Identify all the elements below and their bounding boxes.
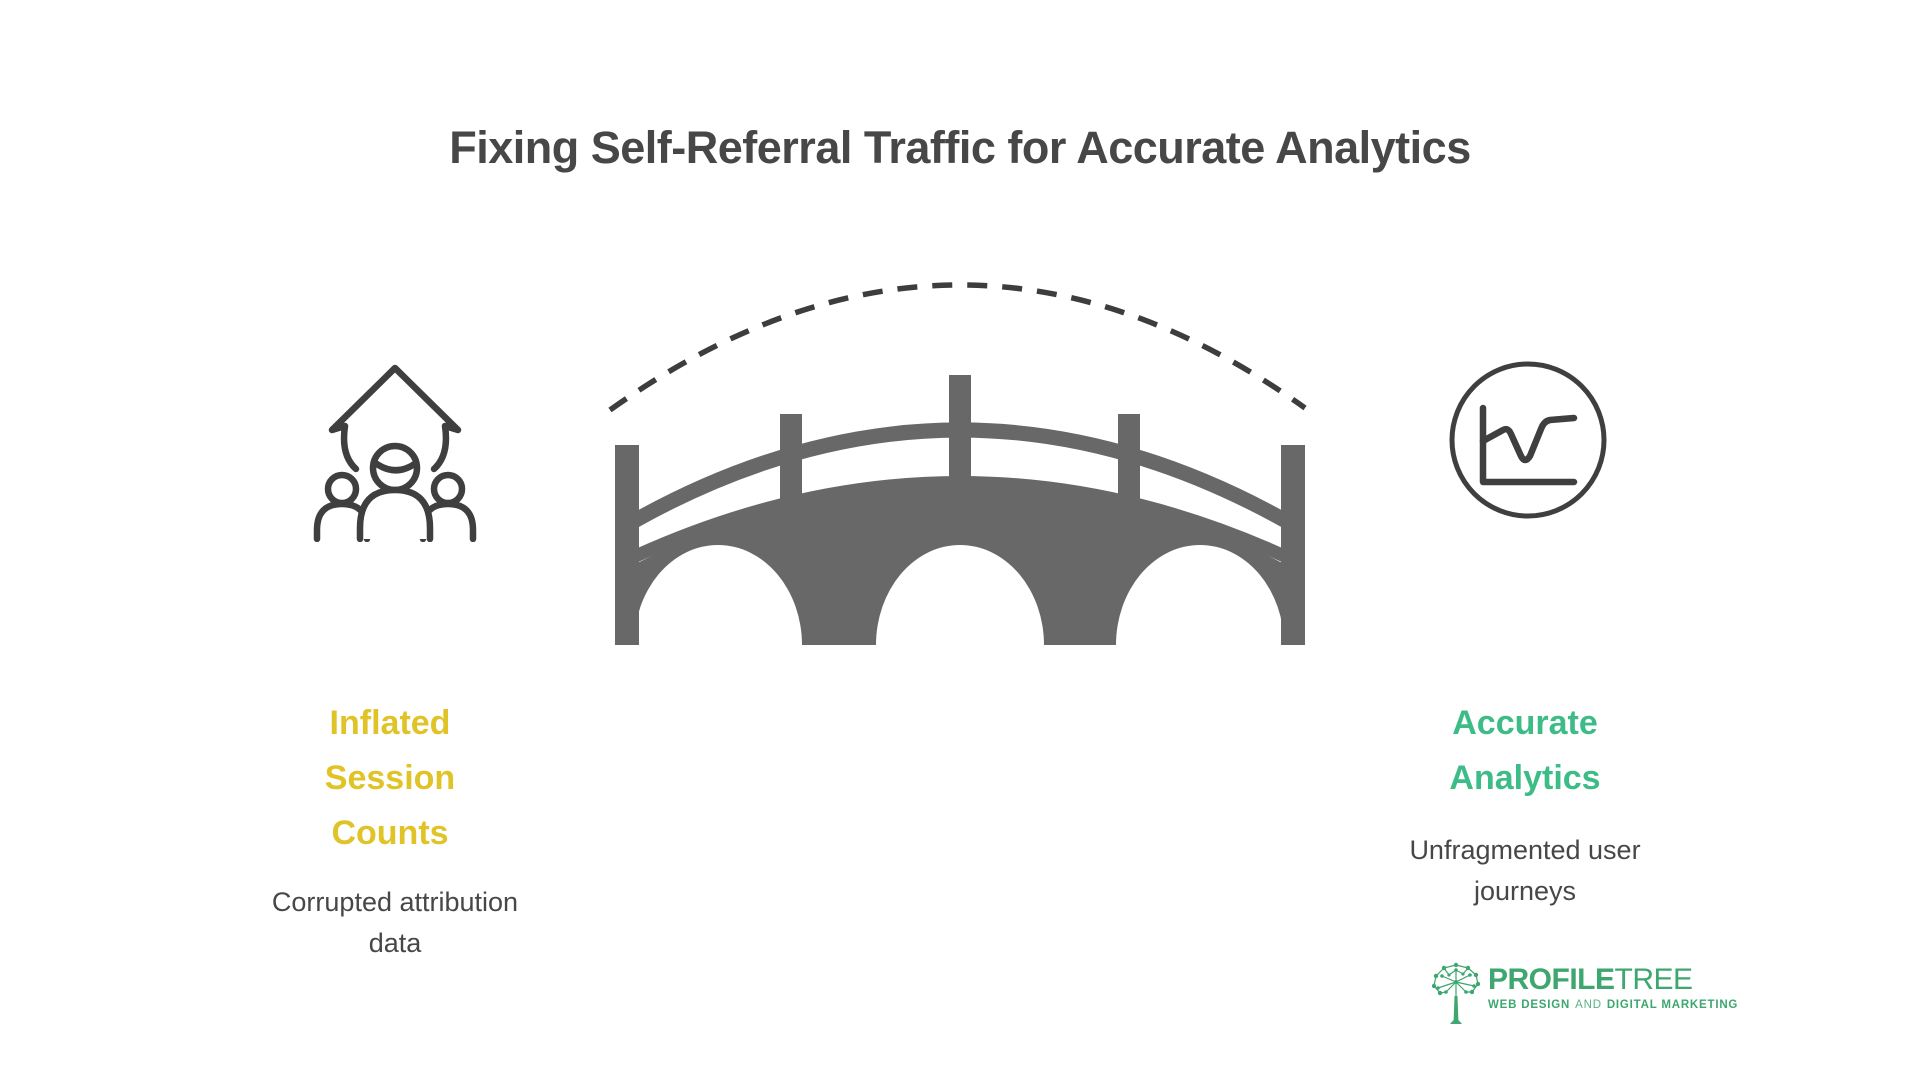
- growing-audience-icon: [312, 356, 478, 542]
- profiletree-tree-icon: [1432, 962, 1480, 1024]
- bridge-svg: [608, 282, 1307, 645]
- tagline-right: DIGITAL MARKETING: [1606, 999, 1739, 1011]
- up-arrow-icon: [328, 364, 462, 473]
- right-heading-text: Accurate Analytics: [1449, 704, 1601, 798]
- bridge-icon: [615, 375, 1305, 645]
- line-chart-svg: [1449, 361, 1607, 519]
- profiletree-logo-text: PROFILETREE WEB DESIGN AND DIGITAL MARKE…: [1488, 962, 1738, 1011]
- tagline-and: AND: [1575, 999, 1602, 1011]
- brand-secondary: TREE: [1614, 963, 1694, 996]
- dashed-arc-icon: [608, 282, 1307, 413]
- right-heading: Accurate Analytics: [1365, 696, 1685, 806]
- right-description-text: Unfragmented user journeys: [1409, 835, 1641, 906]
- right-description: Unfragmented user journeys: [1375, 830, 1675, 911]
- brand-primary: PROFILE: [1488, 963, 1615, 996]
- growing-audience-svg: [313, 364, 477, 542]
- profiletree-brand: PROFILETREE: [1488, 962, 1738, 998]
- page-title: Fixing Self-Referral Traffic for Accurat…: [449, 122, 1471, 173]
- profiletree-tagline: WEB DESIGN AND DIGITAL MARKETING: [1488, 999, 1738, 1011]
- chart-axes-icon: [1479, 404, 1578, 486]
- left-description-text: Corrupted attribution data: [271, 887, 519, 958]
- profiletree-logo: PROFILETREE WEB DESIGN AND DIGITAL MARKE…: [1432, 962, 1738, 1024]
- tagline-left: WEB DESIGN: [1488, 999, 1571, 1011]
- chart-line-icon: [1479, 414, 1578, 464]
- line-chart-circle-icon: [1448, 360, 1608, 520]
- left-description: Corrupted attribution data: [215, 882, 575, 963]
- bridge-illustration: [600, 268, 1320, 650]
- left-heading-text: Inflated Session Counts: [324, 704, 456, 853]
- left-heading: Inflated Session Counts: [230, 696, 550, 861]
